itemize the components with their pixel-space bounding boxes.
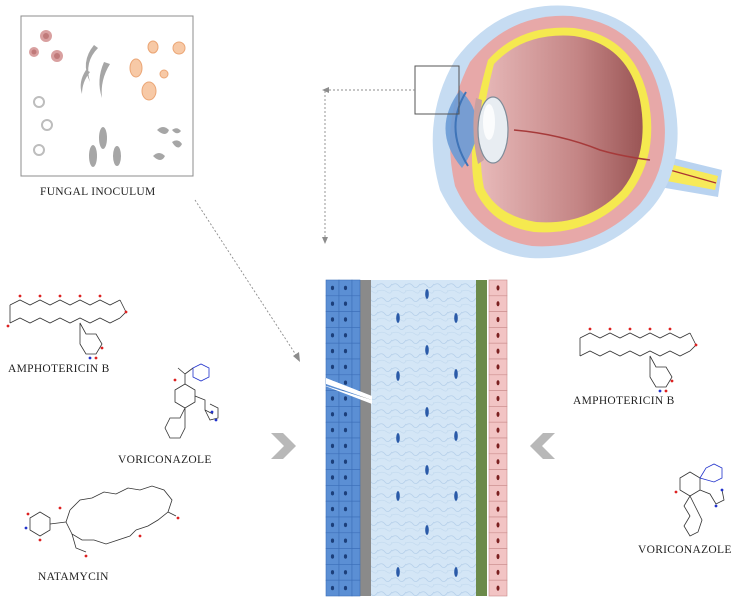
- epithelial-cell: [351, 358, 361, 376]
- epithelial-nucleus: [343, 491, 348, 496]
- epithelial-cell: [351, 516, 361, 534]
- epithelial-nucleus: [330, 412, 335, 417]
- epithelial-cell: [351, 469, 361, 486]
- endothelial-nucleus: [496, 332, 500, 338]
- endothelial-nucleus: [496, 490, 500, 496]
- epithelial-cell: [351, 342, 361, 360]
- epithelial-cell: [351, 327, 361, 344]
- epithelial-nucleus: [330, 443, 335, 449]
- epithelial-nucleus: [343, 585, 348, 591]
- left-chevron-icon: [271, 433, 296, 459]
- epithelial-cell: [351, 564, 361, 581]
- epithelial-nucleus: [330, 348, 335, 354]
- drug-label-amphotericin-b-right: AMPHOTERICIN B: [573, 395, 675, 407]
- epithelial-nucleus: [343, 396, 348, 401]
- epithelial-cell: [351, 532, 361, 549]
- drug-label-voriconazole-left: VORICONAZOLE: [118, 454, 212, 466]
- epithelial-cell: [351, 295, 361, 312]
- endothelial-nucleus: [496, 443, 500, 449]
- epithelial-cell: [351, 453, 361, 470]
- epithelial-nucleus: [330, 364, 335, 370]
- epithelial-nucleus: [343, 427, 348, 433]
- endothelial-nucleus: [496, 411, 500, 417]
- epithelial-cell: [351, 437, 361, 455]
- epithelial-cell: [351, 579, 361, 597]
- endothelial-nucleus: [496, 348, 500, 354]
- eye-illustration: [432, 5, 722, 259]
- epithelial-nucleus: [343, 380, 348, 385]
- epithelial-nucleus: [343, 443, 348, 449]
- endothelial-nucleus: [496, 380, 500, 386]
- epithelial-nucleus: [330, 317, 335, 322]
- epithelial-nucleus: [330, 570, 335, 575]
- epithelial-nucleus: [330, 475, 335, 480]
- epithelial-nucleus: [330, 538, 335, 543]
- epithelial-nucleus: [330, 554, 335, 559]
- epithelial-nucleus: [330, 427, 335, 433]
- epithelial-nucleus: [343, 522, 348, 528]
- epithelial-nucleus: [343, 317, 348, 322]
- epithelial-nucleus: [330, 506, 335, 512]
- zoom-indicator: [194, 65, 460, 362]
- epithelial-cell: [351, 548, 361, 565]
- endothelial-nucleus: [496, 585, 500, 591]
- cornea-cross-section: [320, 279, 508, 597]
- endothelial-nucleus: [496, 553, 500, 560]
- epithelial-nucleus: [343, 506, 348, 512]
- drug-label-voriconazole-right: VORICONAZOLE: [638, 544, 732, 556]
- epithelial-nucleus: [330, 333, 335, 338]
- right-chevron-icon: [530, 433, 555, 459]
- epithelial-cell: [351, 485, 361, 502]
- epithelial-nucleus: [343, 333, 348, 338]
- epithelial-cell: [351, 311, 361, 328]
- epithelial-cell: [351, 421, 361, 439]
- epithelial-nucleus: [343, 475, 348, 480]
- epithelial-nucleus: [343, 412, 348, 417]
- epithelial-nucleus: [330, 522, 335, 528]
- epithelial-cell: [351, 374, 361, 391]
- epithelial-nucleus: [343, 570, 348, 575]
- epithelial-nucleus: [343, 538, 348, 543]
- fungal-inoculum-panel: [20, 15, 194, 177]
- endothelial-nucleus: [496, 395, 500, 402]
- epithelial-nucleus: [343, 301, 348, 306]
- epithelial-cell: [351, 406, 361, 423]
- endothelial-nucleus: [496, 285, 500, 291]
- epithelial-nucleus: [330, 491, 335, 496]
- endothelial-nucleus: [496, 474, 500, 481]
- epithelial-nucleus: [343, 285, 348, 291]
- endothelial-nucleus: [496, 459, 500, 465]
- epithelial-nucleus: [343, 554, 348, 559]
- epithelial-nucleus: [330, 459, 335, 464]
- epithelial-nucleus: [330, 301, 335, 306]
- epithelial-nucleus: [343, 348, 348, 354]
- drug-label-natamycin: NATAMYCIN: [38, 571, 109, 583]
- endothelial-nucleus: [496, 569, 500, 575]
- epithelial-cell: [351, 500, 361, 518]
- epithelial-nucleus: [343, 459, 348, 464]
- epithelial-nucleus: [330, 585, 335, 591]
- endothelial-nucleus: [496, 506, 500, 512]
- voriconazole-structure-right: [674, 463, 725, 537]
- drug-label-amphotericin-b-left: AMPHOTERICIN B: [8, 363, 110, 375]
- amphotericin-b-structure-right: [579, 327, 698, 393]
- endothelial-nucleus: [496, 316, 500, 323]
- epithelial-nucleus: [330, 396, 335, 401]
- endothelial-nucleus: [496, 427, 500, 433]
- endothelial-nucleus: [496, 522, 500, 528]
- endothelial-nucleus: [496, 301, 500, 307]
- natamycin-structure: [24, 485, 180, 558]
- fungal-inoculum-label: FUNGAL INOCULUM: [40, 186, 156, 198]
- epithelial-nucleus: [330, 285, 335, 291]
- epithelial-nucleus: [343, 364, 348, 370]
- epithelial-cell: [351, 279, 361, 297]
- amphotericin-b-structure-left: [6, 294, 128, 360]
- endothelial-nucleus: [496, 538, 500, 544]
- endothelial-nucleus: [496, 364, 500, 370]
- voriconazole-structure-left: [164, 363, 219, 439]
